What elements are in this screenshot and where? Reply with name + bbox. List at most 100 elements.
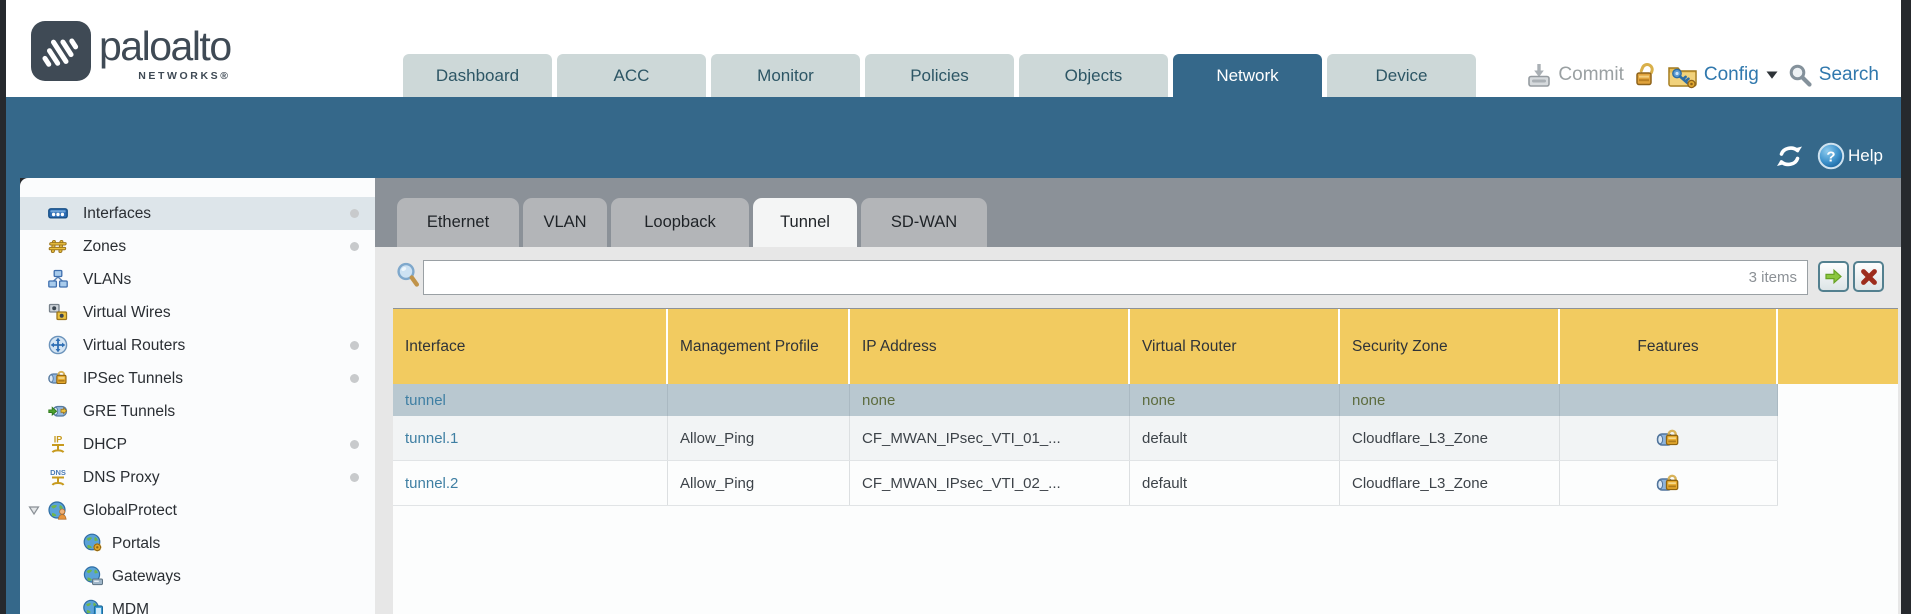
column-header-virtual-router[interactable]: Virtual Router <box>1130 309 1340 384</box>
sidebar-item-interfaces[interactable]: Interfaces <box>20 197 375 230</box>
filter-field: 3 items <box>423 260 1808 295</box>
left-gutter <box>6 178 20 614</box>
column-header-filler <box>1778 309 1898 384</box>
status-dot <box>350 440 359 449</box>
cell-security-zone: Cloudflare_L3_Zone <box>1340 461 1560 505</box>
sidebar-item-mdm[interactable]: MDM <box>20 593 375 614</box>
cell-security-zone: none <box>1340 384 1560 416</box>
svg-text:?: ? <box>1826 149 1835 166</box>
subtab-ethernet[interactable]: Ethernet <box>397 198 519 247</box>
expander-down-icon[interactable] <box>28 505 40 516</box>
status-dot <box>350 242 359 251</box>
config-menu-button[interactable]: Config <box>1667 61 1779 89</box>
sidebar-item-globalprotect[interactable]: GlobalProtect <box>20 494 375 527</box>
sidebar-item-label: VLANs <box>83 271 132 288</box>
main-tab-objects[interactable]: Objects <box>1019 54 1168 97</box>
status-dot <box>350 209 359 218</box>
sidebar-item-label: IPSec Tunnels <box>83 370 183 387</box>
dns-proxy-icon: DNS <box>48 467 68 487</box>
sidebar-item-gateways[interactable]: Gateways <box>20 560 375 593</box>
green-arrow-icon <box>1824 268 1843 285</box>
main-tab-dashboard[interactable]: Dashboard <box>403 54 552 97</box>
gateways-icon <box>83 566 103 586</box>
cell-ip-address: CF_MWAN_IPsec_VTI_01_... <box>850 416 1130 460</box>
subtab-sd-wan[interactable]: SD-WAN <box>861 198 987 247</box>
paloalto-logo-icon <box>30 20 92 82</box>
sidebar-item-portals[interactable]: Portals <box>20 527 375 560</box>
subtab-vlan[interactable]: VLAN <box>523 198 607 247</box>
column-header-features[interactable]: Features <box>1560 309 1778 384</box>
brand-wordmark: paloalto <box>99 23 232 69</box>
dhcp-icon: IP <box>48 434 68 454</box>
sidebar-item-dhcp[interactable]: IP DHCP <box>20 428 375 461</box>
cell-features <box>1560 384 1778 416</box>
help-button[interactable]: ? Help <box>1817 142 1883 170</box>
caret-down-icon <box>1765 70 1779 80</box>
cell-interface[interactable]: tunnel <box>393 384 668 416</box>
main-tab-network[interactable]: Network <box>1173 54 1322 97</box>
svg-text:IP: IP <box>54 435 63 445</box>
sidebar-item-vlans[interactable]: VLANs <box>20 263 375 296</box>
subtab-loopback[interactable]: Loopback <box>611 198 749 247</box>
sidebar-item-label: DHCP <box>83 436 127 453</box>
sidebar-item-zones[interactable]: Zones <box>20 230 375 263</box>
gre-tunnels-icon <box>48 401 68 421</box>
cell-features[interactable] <box>1560 416 1778 460</box>
status-dot <box>350 374 359 383</box>
sidebar-item-gre-tunnels[interactable]: GRE Tunnels <box>20 395 375 428</box>
sidebar-item-label: GRE Tunnels <box>83 403 176 420</box>
features-lock-icon <box>1656 473 1681 494</box>
search-button[interactable]: Search <box>1788 63 1879 88</box>
column-header-management-profile[interactable]: Management Profile <box>668 309 850 384</box>
commit-icon <box>1526 62 1552 89</box>
column-header-ip-address[interactable]: IP Address <box>850 309 1130 384</box>
virtual-wires-icon <box>48 302 68 322</box>
cell-interface[interactable]: tunnel.2 <box>393 461 668 505</box>
cell-virtual-router: default <box>1130 416 1340 460</box>
main-tab-acc[interactable]: ACC <box>557 54 706 97</box>
virtual-routers-icon <box>48 335 68 355</box>
brand-subtext: NETWORKS® <box>138 70 231 82</box>
subtab-tunnel[interactable]: Tunnel <box>753 198 857 247</box>
clear-filter-button[interactable] <box>1853 261 1884 292</box>
main-tab-policies[interactable]: Policies <box>865 54 1014 97</box>
column-header-security-zone[interactable]: Security Zone <box>1340 309 1560 384</box>
config-label: Config <box>1703 64 1759 85</box>
sidebar-item-virtual-wires[interactable]: Virtual Wires <box>20 296 375 329</box>
status-dot <box>350 473 359 482</box>
cell-features[interactable] <box>1560 461 1778 505</box>
main-tab-device[interactable]: Device <box>1327 54 1476 97</box>
apply-filter-button[interactable] <box>1818 261 1849 292</box>
filter-input[interactable] <box>424 261 1749 294</box>
sidebar-item-label: Portals <box>112 535 161 552</box>
column-header-interface[interactable]: Interface <box>393 309 668 384</box>
config-folder-icon <box>1667 61 1698 89</box>
help-label: Help <box>1848 146 1883 165</box>
main-tab-monitor[interactable]: Monitor <box>711 54 860 97</box>
lock-open-icon[interactable] <box>1633 62 1658 88</box>
commit-button[interactable]: Commit <box>1526 62 1624 89</box>
sidebar-item-ipsec-tunnels[interactable]: IPSec Tunnels <box>20 362 375 395</box>
portals-icon <box>83 533 103 553</box>
sidebar-item-label: Gateways <box>112 568 181 585</box>
mdm-icon <box>83 599 103 614</box>
cell-interface[interactable]: tunnel.1 <box>393 416 668 460</box>
globalprotect-icon <box>48 500 68 520</box>
interfaces-icon <box>48 203 68 223</box>
refresh-icon[interactable] <box>1774 143 1805 170</box>
sidebar-item-virtual-routers[interactable]: Virtual Routers <box>20 329 375 362</box>
svg-text:DNS: DNS <box>50 468 66 477</box>
cell-virtual-router: none <box>1130 384 1340 416</box>
features-lock-icon <box>1656 428 1681 449</box>
cell-management-profile <box>668 384 850 416</box>
window-edge <box>1901 0 1911 614</box>
cell-virtual-router: default <box>1130 461 1340 505</box>
